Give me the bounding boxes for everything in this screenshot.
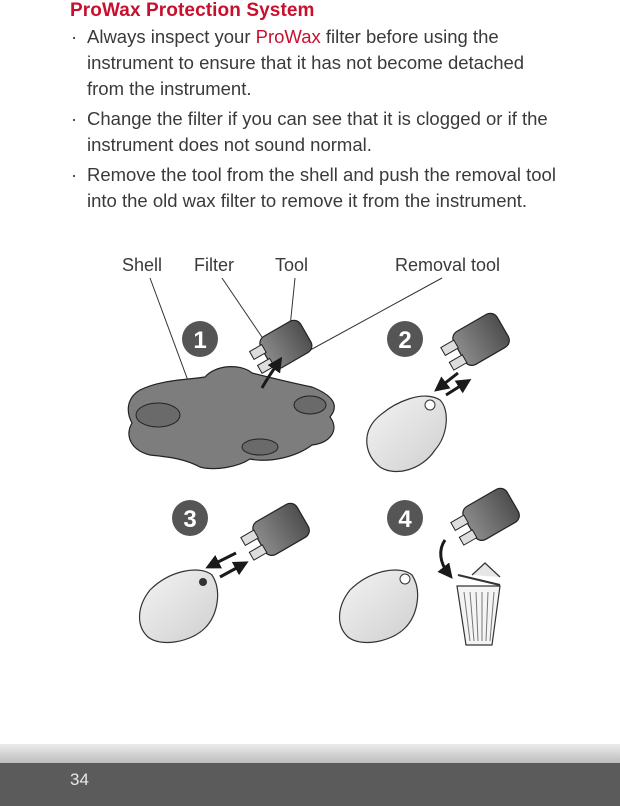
step-badge <box>387 321 423 357</box>
step-number: 4 <box>398 506 412 533</box>
removal-tool-label: Removal tool <box>395 255 500 275</box>
wax-tool <box>240 502 310 561</box>
instruction-text: Change the filter if you can see that it… <box>87 108 548 155</box>
instruction-text: Remove the tool from the shell and push … <box>87 164 556 211</box>
filter-replacement-illustration: Shell Filter Tool Removal tool 1 2 <box>122 255 520 646</box>
page-number: 34 <box>70 770 89 789</box>
step-number: 2 <box>398 327 411 354</box>
instruction-text: Always inspect your <box>87 26 256 47</box>
instruction-item: · Remove the tool from the shell and pus… <box>70 162 560 214</box>
tool-shell <box>127 366 335 470</box>
step-3: 3 <box>139 500 310 644</box>
instruction-item: · Always inspect your ProWax filter befo… <box>70 24 560 102</box>
instruction-text-end: filter before using the instrument to en… <box>87 26 525 99</box>
wax-tool <box>450 487 520 546</box>
step-number: 1 <box>193 327 206 354</box>
bullet-marker: · <box>71 26 78 47</box>
instruction-item: · Change the filter if you can see that … <box>70 106 560 158</box>
step-badge <box>387 500 423 536</box>
filter-label: Filter <box>194 255 234 275</box>
wax-tool <box>248 319 313 374</box>
tool-label: Tool <box>275 255 308 275</box>
hearing-instrument-shell <box>339 569 419 644</box>
step-4: 4 <box>339 487 520 646</box>
step-number: 3 <box>183 506 196 533</box>
bullet-marker: · <box>71 108 78 129</box>
instruction-list: · Always inspect your ProWax filter befo… <box>70 24 560 218</box>
hearing-instrument-shell <box>366 395 447 473</box>
trash-can-icon <box>456 562 501 646</box>
step-badge <box>182 321 218 357</box>
page-footer: 34 <box>0 763 620 806</box>
prowax-brand-text: ProWax <box>255 26 321 47</box>
hearing-instrument-shell <box>139 569 219 644</box>
section-title: ProWax Protection System <box>70 0 315 21</box>
step-badge <box>172 500 208 536</box>
bullet-marker: · <box>71 164 78 185</box>
footer-gradient-band <box>0 744 620 763</box>
wax-tool <box>440 312 510 371</box>
shell-label: Shell <box>122 255 162 275</box>
step-2: 2 <box>366 312 510 473</box>
step-1: 1 <box>127 319 335 470</box>
